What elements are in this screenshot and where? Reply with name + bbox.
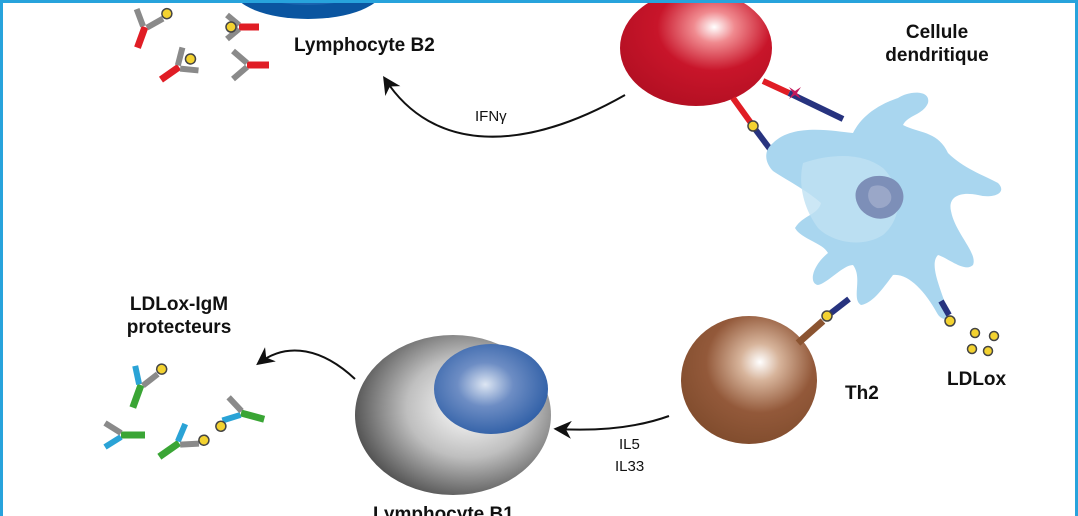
igg-antibody [225, 12, 259, 42]
th2-cell [681, 316, 817, 444]
label-ldlox-igm-line1: LDLox-IgM [129, 294, 229, 315]
tcr-th2 [795, 296, 851, 346]
igg-antibody [231, 48, 269, 82]
igm-antibody [129, 363, 168, 409]
label-il5: IL5 [619, 436, 640, 453]
label-cellule-dendritique: Cellule dendritique [869, 21, 1005, 67]
tcr-red-2 [730, 96, 776, 155]
diagram-graphics [103, 3, 1002, 495]
ldlox-particles [966, 327, 1000, 357]
igg-antibody [158, 46, 199, 83]
label-protecteurs: protecteurs [126, 317, 232, 338]
th1-cell [620, 3, 772, 106]
label-dendritique: dendritique [885, 45, 989, 66]
igg-antibody [133, 7, 173, 49]
arrow-ifn-gamma [383, 75, 626, 138]
tcr-red-1 [761, 78, 845, 122]
label-th2: Th2 [845, 383, 879, 404]
label-lymphocyte-b2: Lymphocyte B2 [294, 35, 435, 56]
label-ldlox: LDLox [947, 369, 1007, 390]
lymphocyte-b1-cell [355, 335, 551, 495]
label-lymphocyte-b1: Lymphocyte B1 [373, 504, 514, 516]
igm-antibody [103, 420, 145, 450]
arrow-il5-il33 [553, 415, 670, 439]
igm-antibody [215, 395, 266, 432]
label-ldlox-igm: LDLox-IgM protecteurs [108, 293, 250, 339]
label-il33: IL33 [615, 458, 645, 475]
label-ifn-gamma: IFNγ [475, 108, 507, 125]
arrow-to-igm [256, 347, 356, 380]
dendritic-cell [766, 92, 1002, 319]
lymphocyte-b2-cell [241, 3, 375, 19]
ldlox-receptor [938, 299, 956, 327]
igm-antibody [157, 422, 210, 460]
label-cellule: Cellule [905, 22, 969, 43]
